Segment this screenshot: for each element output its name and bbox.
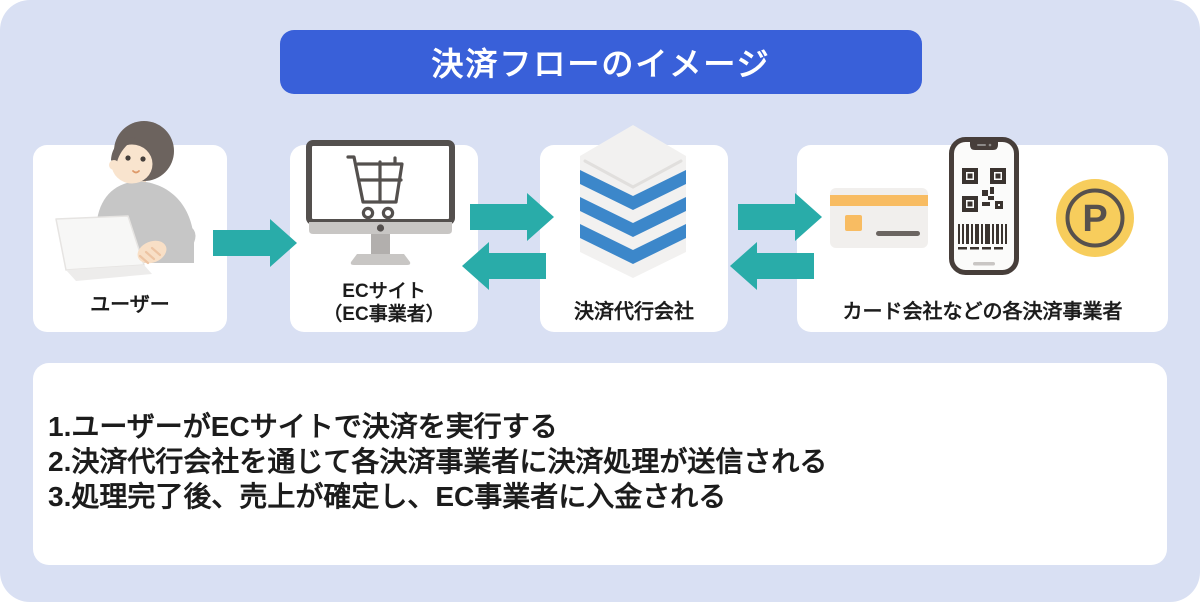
node-label-ec-site: ECサイト （EC事業者） [290, 280, 478, 326]
node-label-ec-line1: ECサイト [342, 281, 426, 302]
credit-card-chip [845, 215, 862, 231]
person-hand [137, 240, 167, 265]
coin-ring [1065, 188, 1125, 248]
layer-stack-icon [580, 125, 686, 278]
barcode [958, 224, 1007, 250]
qr-code [962, 168, 1006, 212]
node-label-user: ユーザー [90, 294, 170, 316]
diagram-title-bar: 決済フローのイメージ [280, 30, 922, 94]
person-head [109, 121, 174, 184]
steps-list: 1.ユーザーがECサイトで決済を実行する 2.決済代行会社を通じて各決済事業者に… [48, 409, 827, 514]
step-3: 3.処理完了後、売上が確定し、EC事業者に入金される [48, 481, 727, 512]
shopping-cart-icon [346, 155, 404, 220]
monitor-stand-base [350, 254, 411, 265]
stack-blue-chevrons [580, 170, 686, 264]
monitor-stand-neck [371, 234, 390, 254]
monitor-shopping-cart-icon [306, 140, 455, 265]
laptop [55, 215, 152, 281]
credit-card-icon [830, 188, 928, 248]
node-label-ec-line2: （EC事業者） [323, 304, 445, 325]
phone-home-indicator [973, 262, 995, 266]
node-label-payment-agency: 決済代行会社 [574, 301, 694, 323]
phone-notch [970, 142, 998, 150]
qr-code-phone-icon [949, 137, 1019, 275]
stack-top-rim [583, 159, 683, 189]
monitor-camera-dot [376, 224, 385, 232]
step-1: 1.ユーザーがECサイトで決済を実行する [48, 411, 558, 442]
steps-box: 1.ユーザーがECサイトで決済を実行する 2.決済代行会社を通じて各決済事業者に… [33, 363, 1167, 565]
coin-letter: P [1082, 198, 1107, 240]
point-coin-icon: P [1056, 179, 1134, 257]
credit-card-stripe [830, 195, 928, 206]
diagram-title: 決済フローのイメージ [431, 46, 771, 82]
person-laptop-illustration [55, 121, 196, 281]
credit-card-signature-line [876, 231, 920, 236]
node-label-payment-providers: カード会社などの各決済事業者 [842, 301, 1123, 323]
step-2: 2.決済代行会社を通じて各決済事業者に決済処理が送信される [48, 446, 828, 477]
